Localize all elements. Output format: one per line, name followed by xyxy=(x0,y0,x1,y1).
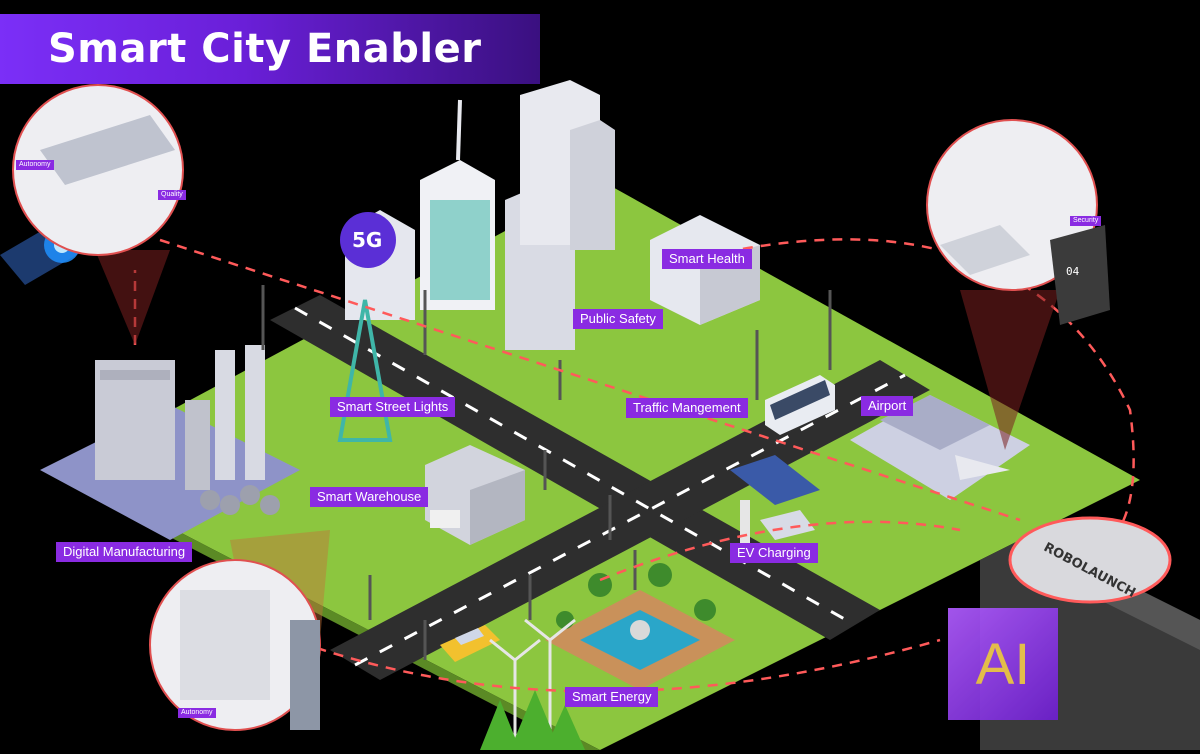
inset-airport-security xyxy=(926,119,1110,450)
label-smart-warehouse: Smart Warehouse xyxy=(310,487,429,507)
label-smart-street-lights: Smart Street Lights xyxy=(330,397,456,417)
robot-number: 04 xyxy=(1066,265,1080,278)
label-ev-charging: EV Charging xyxy=(730,543,818,563)
label-digital-manufacturing: Digital Manufacturing xyxy=(56,542,193,562)
tag-security: Security xyxy=(1070,216,1102,226)
label-smart-energy: Smart Energy xyxy=(565,687,659,707)
grass-foreground xyxy=(480,690,585,750)
road-markings xyxy=(294,306,906,667)
tag-autonomy-warehouse: Autonomy xyxy=(178,708,216,718)
label-smart-health: Smart Health xyxy=(662,249,752,269)
ev-charger xyxy=(730,455,820,545)
inset-manufacturing xyxy=(12,84,184,345)
page-title: Smart City Enabler xyxy=(48,26,482,72)
warehouse xyxy=(425,445,525,545)
label-airport: Airport xyxy=(861,396,914,416)
label-traffic-management: Traffic Mangement xyxy=(626,398,748,418)
factory xyxy=(40,345,300,540)
label-public-safety: Public Safety xyxy=(573,309,663,329)
inset-warehouse xyxy=(149,530,330,731)
tag-quality: Quality xyxy=(158,190,186,200)
taxi xyxy=(440,625,500,662)
ai-panel: AI xyxy=(948,608,1058,720)
park-fountain xyxy=(545,563,735,690)
title-banner: Smart City Enabler xyxy=(0,14,540,84)
tag-autonomy-manufacturing: Autonomy xyxy=(16,160,54,170)
ai-text: AI xyxy=(975,631,1031,697)
street-lights xyxy=(261,285,832,660)
bus xyxy=(765,375,835,435)
tower-5g-badge: 5G xyxy=(352,228,383,252)
